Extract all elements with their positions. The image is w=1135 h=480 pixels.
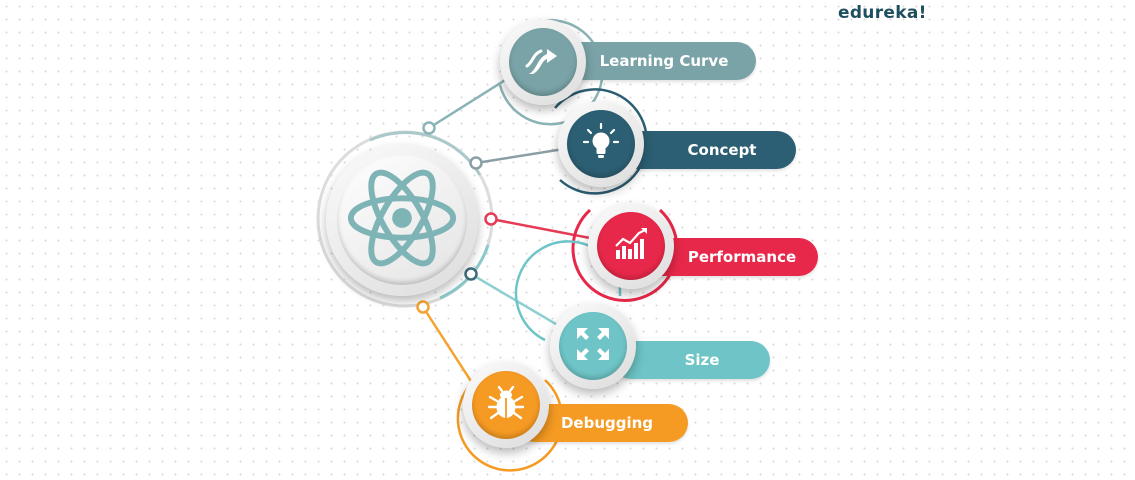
- node-size: [550, 303, 636, 389]
- connector-debugging: [421, 306, 480, 393]
- label-learning-curve: Learning Curve: [599, 52, 729, 70]
- connector-concept: [475, 146, 571, 165]
- node-concept: [558, 101, 644, 187]
- connector-learning-curve: [428, 70, 519, 130]
- curved-arrow-icon: [523, 40, 563, 84]
- node-learning-curve: [500, 19, 586, 105]
- dot-size: [464, 267, 478, 281]
- node-debugging: [463, 362, 549, 448]
- label-concept: Concept: [687, 141, 757, 159]
- lightbulb-icon: [581, 122, 621, 166]
- dot-learning-curve: [422, 121, 436, 135]
- node-performance: [588, 203, 674, 289]
- dot-debugging: [416, 300, 430, 314]
- label-debugging: Debugging: [560, 414, 654, 432]
- dot-concept: [469, 156, 483, 170]
- brand-logo: edureka!: [838, 3, 927, 23]
- label-size: Size: [684, 351, 720, 369]
- pill-learning-curve: Learning Curve: [556, 42, 756, 80]
- dot-performance: [484, 212, 498, 226]
- connector-size: [470, 272, 567, 332]
- pill-size: Size: [612, 341, 770, 379]
- label-performance: Performance: [687, 248, 797, 266]
- expand-arrows-icon: [573, 324, 613, 368]
- hub-node: [326, 144, 478, 296]
- react-atom-icon: [343, 159, 461, 281]
- bug-icon: [486, 383, 526, 427]
- bar-chart-icon: [611, 224, 651, 268]
